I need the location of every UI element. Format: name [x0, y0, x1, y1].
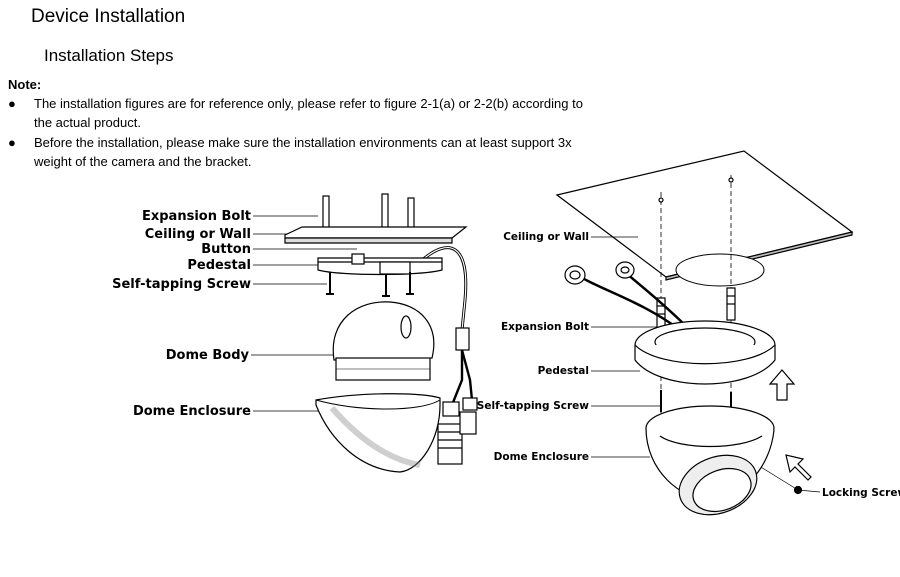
note-item-1: The installation figures are for referen… [34, 94, 594, 132]
label-button-left: Button [201, 242, 251, 257]
label-self-tapping-screw-left: Self-tapping Screw [112, 277, 251, 292]
label-dome-enclosure-right: Dome Enclosure [494, 451, 589, 463]
label-expansion-bolt-left: Expansion Bolt [142, 209, 251, 224]
page-title: Device Installation [31, 6, 186, 27]
label-expansion-bolt-right: Expansion Bolt [501, 321, 589, 333]
label-self-tapping-screw-right: Self-tapping Screw [477, 400, 589, 412]
label-ceiling-left: Ceiling or Wall [145, 227, 251, 242]
label-dome-enclosure-left: Dome Enclosure [133, 404, 251, 419]
section-title: Installation Steps [44, 46, 174, 65]
bullet-icon: ● [8, 135, 16, 150]
label-ceiling-right: Ceiling or Wall [503, 231, 589, 243]
note-item-1-line2: the actual product. [34, 115, 141, 130]
left-figure: Expansion Bolt Ceiling or Wall Button Pe… [112, 193, 478, 473]
bullet-icon: ● [8, 96, 16, 111]
label-locking-screw-right: Locking Screw [822, 487, 900, 499]
note-item-2-line2: weight of the camera and the bracket. [34, 154, 252, 169]
label-pedestal-left: Pedestal [187, 258, 251, 273]
label-pedestal-right: Pedestal [538, 365, 589, 377]
note-item-2-line1: Before the installation, please make sur… [34, 135, 572, 150]
label-dome-body-left: Dome Body [166, 348, 250, 363]
note-item-1-line1: The installation figures are for referen… [34, 96, 583, 111]
right-figure: Ceiling or Wall Expansion Bolt Pedestal … [477, 150, 900, 516]
note-item-2: Before the installation, please make sur… [34, 133, 594, 171]
note-label: Note: [8, 77, 42, 92]
